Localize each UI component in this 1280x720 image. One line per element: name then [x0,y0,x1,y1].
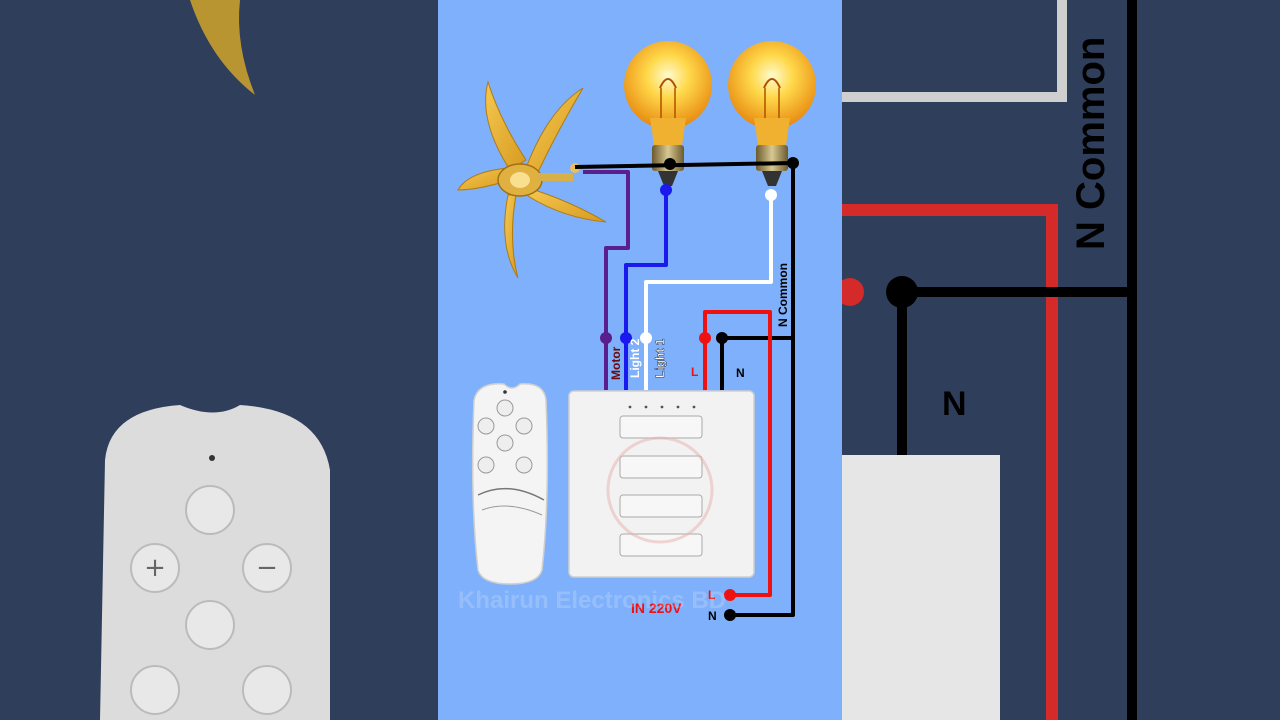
l-bottom-label: L [708,588,715,602]
blurred-switch [842,455,1000,720]
n-common-label: N Common [776,263,790,327]
remote-control-icon [471,383,549,585]
motor-wire [583,170,630,390]
junction-dots [600,157,799,621]
background-left-art: + − [100,0,330,720]
background-right: N Common N [842,0,1280,720]
blurred-remote [100,405,330,720]
background-right-art: N Common N [842,0,1137,720]
blurred-fan-blade [190,0,255,95]
background-left: + − [0,0,438,720]
light-bulb-icon [624,41,712,186]
input-voltage-label: IN 220V [631,600,682,616]
neutral-wire-main [730,163,795,617]
wiring-diagram-panel: Motor Light 2 Light 1 N Common L N L N I… [438,0,842,720]
light2-wire [624,190,668,390]
l-top-label: L [691,365,698,379]
svg-text:+: + [144,553,166,583]
ceiling-fan-icon [457,80,607,279]
motor-label: Motor [609,346,623,380]
bg-n-common-text: N Common [1069,37,1113,250]
watermark-text: Khairun Electronics BD [458,587,726,614]
wall-switch-icon [568,390,755,578]
wiring-diagram: Motor Light 2 Light 1 N Common L N L N I… [457,41,816,623]
svg-text:−: − [256,553,278,583]
neutral-wire-top [574,161,794,169]
light1-label: Light 1 [653,338,667,378]
n-bottom-label: N [708,609,717,623]
live-wire [703,310,772,597]
n-top-label: N [736,366,745,380]
light2-label: Light 2 [628,338,642,378]
bg-n-text: N [942,385,967,423]
wires [574,161,795,617]
